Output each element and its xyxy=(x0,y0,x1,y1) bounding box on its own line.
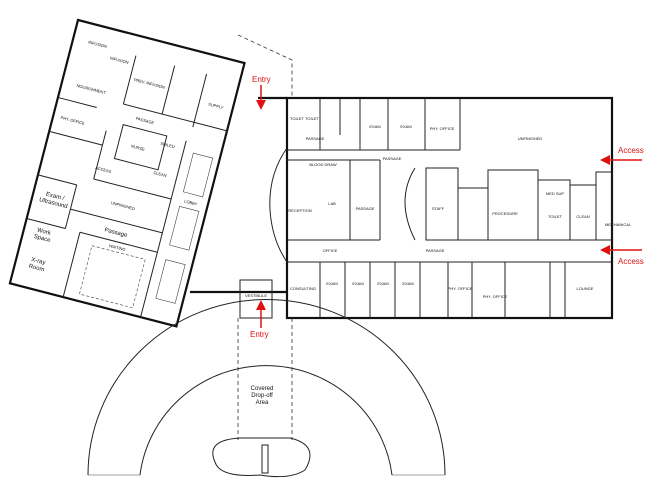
room-label: EXAM xyxy=(326,281,337,286)
room-label: CONSULTING xyxy=(290,286,316,291)
room-label: RECEPTION xyxy=(288,208,311,213)
room-label: Space xyxy=(33,234,52,244)
room-label: EXAM xyxy=(400,124,411,129)
room-label: PREV. INFUSION xyxy=(133,77,165,90)
access-label: Access xyxy=(618,257,644,266)
room-label: PASSAGE xyxy=(306,136,325,141)
room-label: PROCEDURE xyxy=(492,211,518,216)
room-label: MED SUP xyxy=(546,191,565,196)
room-label: MECHANICAL xyxy=(605,222,632,227)
room-label: CLEAN xyxy=(576,214,589,219)
dropoff-label: Area xyxy=(256,400,269,406)
room-label: WAITING xyxy=(108,243,126,252)
room-label: EXAM xyxy=(369,124,380,129)
room-label: CLEAN xyxy=(153,170,167,178)
room-label: SOILED xyxy=(160,141,176,150)
lobby-connector xyxy=(190,34,293,294)
entry-label: Entry xyxy=(250,330,269,339)
room-label: LOUNGE xyxy=(577,286,594,291)
room-label: PASSAGE xyxy=(426,248,445,253)
west-wing: INFUSION INFUSION PREV. INFUSION NOURISH… xyxy=(8,18,246,328)
entry-label: Entry xyxy=(252,75,271,84)
room-label: UNFINISHED xyxy=(110,200,135,211)
room-label: OFFICE xyxy=(323,248,338,253)
room-label: INFUSION xyxy=(109,55,129,65)
arrow-left-icon xyxy=(600,155,610,165)
room-label: LOBBY xyxy=(184,198,198,206)
dropoff-label: Covered xyxy=(251,386,274,392)
arrow-down-icon xyxy=(256,100,266,110)
entry-marker-bottom: Entry xyxy=(250,300,269,339)
room-label: TOILET xyxy=(290,116,304,121)
arrow-left-icon xyxy=(600,245,610,255)
room-label: SUPPLY xyxy=(208,101,225,110)
room-label: LAB xyxy=(328,201,336,206)
access-marker-bottom: Access xyxy=(600,245,644,266)
room-label: EXAM xyxy=(402,281,413,286)
room-label: VESTIBULE xyxy=(245,293,267,298)
room-label: PASSAGE xyxy=(135,116,155,126)
room-label: ACCESS xyxy=(95,165,112,174)
room-label: Room xyxy=(28,264,45,274)
entry-marker-top: Entry xyxy=(252,75,271,110)
room-label: NOURISHMENT xyxy=(76,83,107,95)
room-label: BLOOD DRAW xyxy=(309,162,336,167)
room-label: PHY. OFFICE xyxy=(430,126,455,131)
covered-dropoff: Covered Drop-off Area xyxy=(87,299,446,478)
arrow-up-icon xyxy=(256,300,266,310)
room-label: PHY. OFFICE xyxy=(60,115,85,126)
east-wing: TOILET TOILET PASSAGE EXAM EXAM PHY. OFF… xyxy=(239,96,632,320)
room-label: Work xyxy=(36,228,52,238)
access-marker-top: Access xyxy=(600,146,644,165)
room-label: Exam / xyxy=(45,192,65,203)
room-label: TOILET xyxy=(548,214,562,219)
room-label: NURSE xyxy=(131,143,146,151)
room-label: TOILET xyxy=(305,116,319,121)
room-label: PASSAGE xyxy=(356,206,375,211)
room-label: X-ray xyxy=(31,257,46,266)
room-label: STAFF xyxy=(432,206,445,211)
room-label: PHY. OFFICE xyxy=(448,286,473,291)
room-label: PASSAGE xyxy=(383,156,402,161)
room-label: Passage xyxy=(104,227,129,239)
access-label: Access xyxy=(618,146,644,155)
room-label: UNFINISHED xyxy=(518,136,543,141)
room-label: INFUSION xyxy=(88,39,108,49)
room-label: PHY. OFFICE xyxy=(483,294,508,299)
dropoff-label: Drop-off xyxy=(251,393,273,399)
room-label: EXAM xyxy=(377,281,388,286)
room-label: EXAM xyxy=(352,281,363,286)
